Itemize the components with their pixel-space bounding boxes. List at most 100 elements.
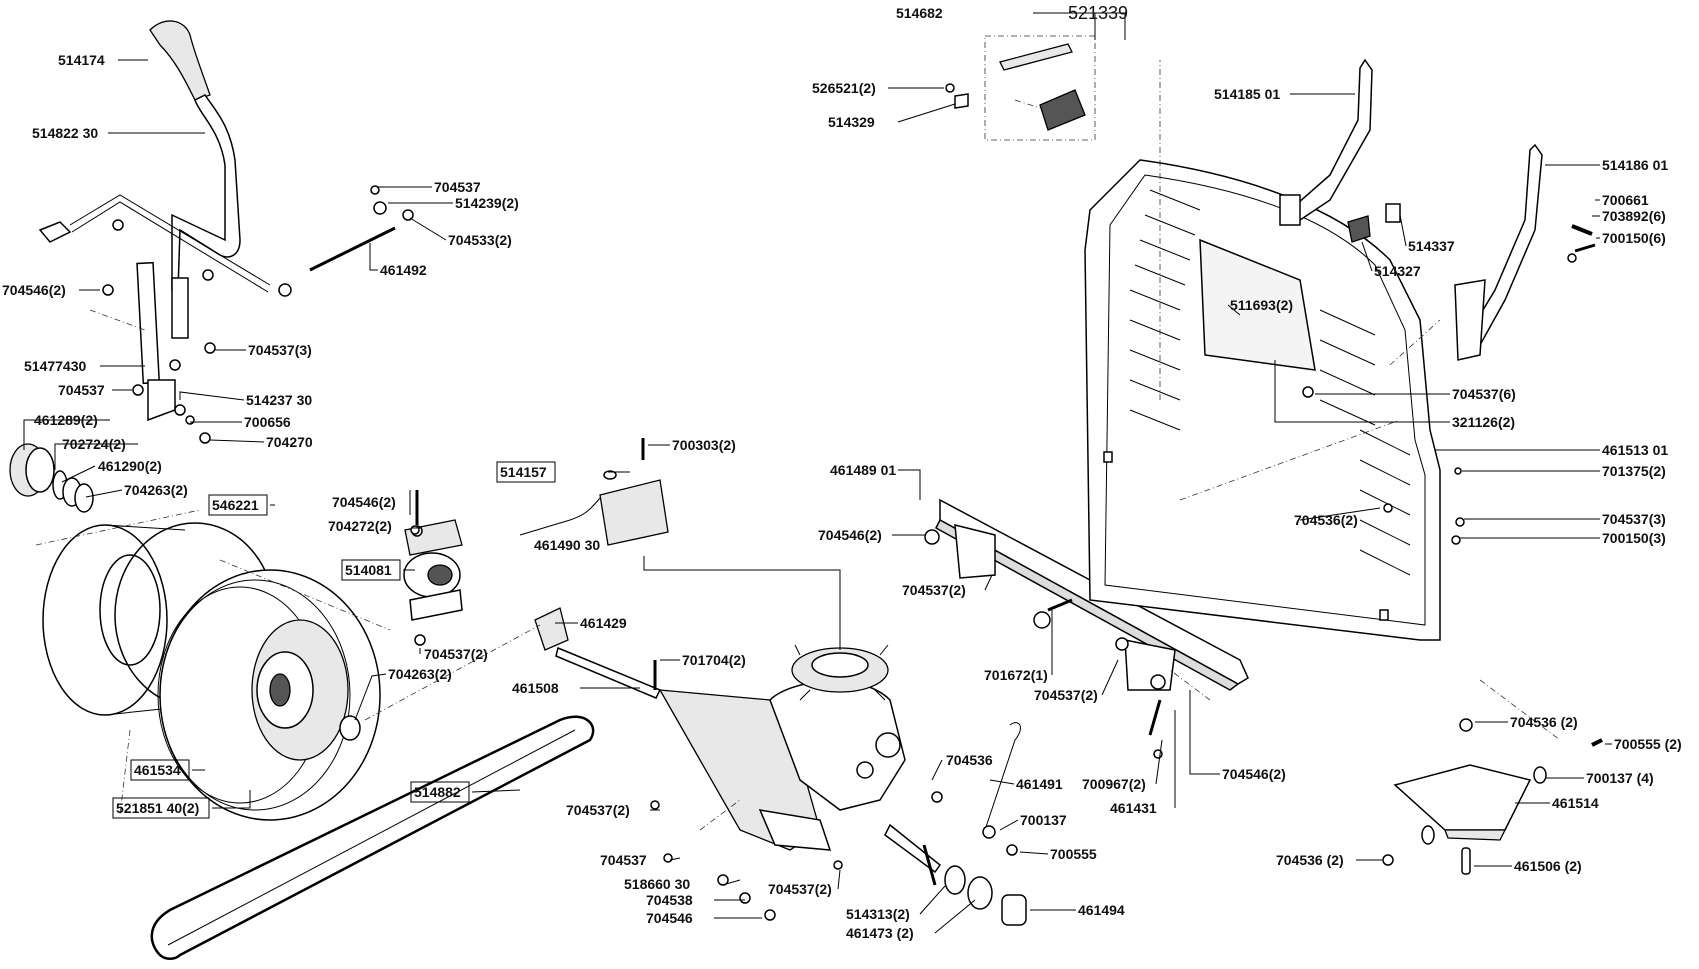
fuse-box-inset	[945, 35, 1096, 141]
part-label-l57: 704537(2)	[566, 802, 630, 818]
part-label-l55: 700137	[1020, 812, 1067, 828]
part-label-l21: 704263(2)	[388, 666, 452, 682]
part-label-l50: 704536	[946, 752, 993, 768]
part-label-l68: 700137 (4)	[1586, 770, 1654, 786]
part-label-box-b01	[496, 461, 556, 483]
part-label-l34: 700150(6)	[1602, 230, 1666, 246]
part-label-l48: 701672(1)	[984, 667, 1048, 683]
part-label-l15: 514237 30	[246, 392, 312, 408]
large-part-number-labels: 521339	[1068, 3, 1128, 23]
alignment-lines	[35, 60, 1561, 831]
part-label-l67: 700555 (2)	[1614, 736, 1682, 752]
part-label-l04: 51477430	[24, 358, 87, 374]
part-label-l42: 704536(2)	[1294, 512, 1358, 528]
part-label-l22: 461429	[580, 615, 627, 631]
part-label-l66: 704536 (2)	[1510, 714, 1578, 730]
part-label-l27: 514682	[896, 5, 943, 21]
part-label-l36: 514327	[1374, 263, 1421, 279]
bottom-plate	[1382, 718, 1603, 875]
bushing-stack	[9, 443, 94, 513]
part-label-l08: 461290(2)	[98, 458, 162, 474]
part-label-l01: 514174	[58, 52, 105, 68]
part-label-l70: 704536 (2)	[1276, 852, 1344, 868]
front-tire	[42, 522, 276, 716]
part-label-l40: 461513 01	[1602, 442, 1668, 458]
fender-bracket-left	[1279, 58, 1373, 226]
part-label-l33: 703892(6)	[1602, 208, 1666, 224]
part-label-l46: 704546(2)	[818, 527, 882, 543]
part-label-box-b06	[410, 781, 470, 803]
part-label-box-b02	[208, 494, 268, 516]
part-label-l20: 704537(2)	[424, 646, 488, 662]
leader-lines	[23, 12, 1612, 934]
part-label-box-b05	[112, 797, 210, 819]
part-label-l28: 526521(2)	[812, 80, 876, 96]
boxed-part-label-b04: 461534	[134, 762, 181, 778]
part-label-l52: 700967(2)	[1082, 776, 1146, 792]
part-label-l54: 704546(2)	[1222, 766, 1286, 782]
drive-belt	[150, 715, 595, 960]
part-label-l02: 514822 30	[32, 125, 98, 141]
part-label-l26: 461490 30	[534, 537, 600, 553]
hardware-fasteners	[102, 219, 1465, 921]
part-label-l09: 704263(2)	[124, 482, 188, 498]
part-label-l49: 704537(2)	[1034, 687, 1098, 703]
part-label-l14: 704537(3)	[248, 342, 312, 358]
boxed-part-label-b01: 514157	[500, 464, 547, 480]
part-label-l45: 461489 01	[830, 462, 896, 478]
part-label-l30: 514185 01	[1214, 86, 1280, 102]
rear-fender-panel	[1084, 159, 1441, 641]
part-label-l71: 461506 (2)	[1514, 858, 1582, 874]
part-label-l56: 700555	[1050, 846, 1097, 862]
part-label-l41: 701375(2)	[1602, 463, 1666, 479]
part-label-l16: 700656	[244, 414, 291, 430]
part-label-l43: 704537(3)	[1602, 511, 1666, 527]
part-label-l32: 700661	[1602, 192, 1649, 208]
part-label-l53: 461431	[1110, 800, 1157, 816]
part-label-l44: 700150(3)	[1602, 530, 1666, 546]
part-label-l38: 704537(6)	[1452, 386, 1516, 402]
axle-shaft	[534, 607, 662, 699]
spring-and-washers	[922, 722, 1027, 926]
part-label-l35: 514337	[1408, 238, 1455, 254]
large-part-label-g01: 521339	[1068, 3, 1128, 23]
part-label-l19: 704272(2)	[328, 518, 392, 534]
part-label-l23: 461508	[512, 680, 559, 696]
part-label-l18: 704546(2)	[332, 494, 396, 510]
part-label-l63: 514313(2)	[846, 906, 910, 922]
part-label-l11: 514239(2)	[455, 195, 519, 211]
cable-bracket	[519, 438, 669, 546]
part-label-l07: 702724(2)	[62, 436, 126, 452]
part-label-l13: 461492	[380, 262, 427, 278]
part-label-l25: 700303(2)	[672, 437, 736, 453]
part-label-l05: 704537	[58, 382, 105, 398]
part-label-l69: 461514	[1552, 795, 1599, 811]
part-label-l31: 514186 01	[1602, 157, 1668, 173]
part-label-l58: 704537	[600, 852, 647, 868]
part-label-l60: 704538	[646, 892, 693, 908]
transaxle	[650, 644, 942, 874]
part-label-l51: 461491	[1016, 776, 1063, 792]
seat-switch	[1347, 203, 1401, 243]
part-label-l10: 704537	[434, 179, 481, 195]
part-label-l06: 461289(2)	[34, 412, 98, 428]
part-label-l12: 704533(2)	[448, 232, 512, 248]
part-label-l17: 704270	[266, 434, 313, 450]
part-label-box-b03	[341, 559, 401, 581]
linkage-rod	[38, 185, 414, 297]
bearing-housing	[403, 490, 463, 646]
part-label-l29: 514329	[828, 114, 875, 130]
boxed-part-label-b06: 514882	[414, 784, 461, 800]
shift-lever-assembly	[89, 20, 241, 422]
rear-tire	[157, 569, 381, 821]
part-label-l37: 511693(2)	[1230, 297, 1293, 313]
fender-bracket-right	[1454, 143, 1596, 361]
boxed-part-label-b02: 546221	[212, 497, 259, 513]
part-number-labels: 514174 514822 30 704546(2) 51477430 704537 46…	[2, 5, 1682, 941]
part-label-box-b04	[130, 759, 190, 781]
part-label-l03: 704546(2)	[2, 282, 66, 298]
part-label-l61: 704546	[646, 910, 693, 926]
boxed-part-label-b03: 514081	[345, 562, 392, 578]
